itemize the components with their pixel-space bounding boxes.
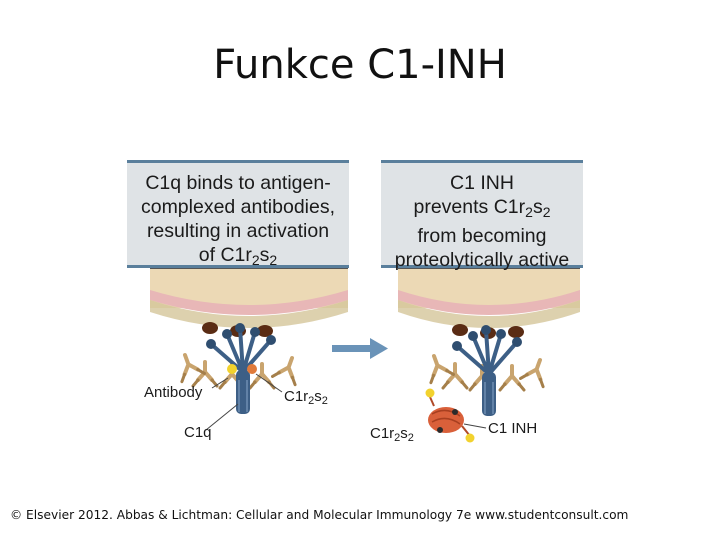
c1inh-label: C1 INH — [488, 420, 538, 437]
antibody-label: Antibody — [144, 384, 203, 401]
c1r2s2-left-pointer — [255, 373, 283, 393]
c1inh-pointer — [463, 423, 487, 429]
left-c1r2s2-yellow — [227, 364, 237, 374]
left-caption-line1: C1q binds to antigen- — [145, 172, 331, 194]
slide-title: Funkce C1-INH — [213, 42, 507, 88]
right-caption-line1: C1 INH — [450, 172, 514, 194]
c1r2s2-left-label: C1r2s2 — [284, 388, 328, 407]
transition-arrow — [332, 338, 388, 359]
right-caption-box: C1 INH prevents C1r2s2 from becoming pro… — [381, 160, 583, 271]
right-cell — [398, 267, 580, 328]
left-caption-line4: of C1r2s2 — [198, 244, 278, 268]
c1q-label: C1q — [184, 424, 212, 441]
left-caption-line2: complexed antibodies, — [140, 196, 336, 218]
copyright-footer: © Elsevier 2012. Abbas & Lichtman: Cellu… — [10, 508, 629, 522]
c1inh-complex — [425, 388, 475, 443]
right-caption-line3: from becoming — [417, 225, 547, 247]
left-cell — [150, 267, 348, 328]
antibody-pointer — [211, 377, 229, 389]
left-caption-line3: resulting in activation — [146, 220, 330, 242]
right-caption-line2: prevents C1r2s2 — [413, 196, 551, 220]
c1r2s2-right-label: C1r2s2 — [370, 425, 414, 444]
right-caption-line4: proteolytically active — [394, 249, 570, 271]
left-c1r2s2-orange — [247, 364, 257, 374]
c1q-pointer — [205, 403, 239, 431]
left-caption-box: C1q binds to antigen- complexed antibodi… — [127, 160, 349, 268]
